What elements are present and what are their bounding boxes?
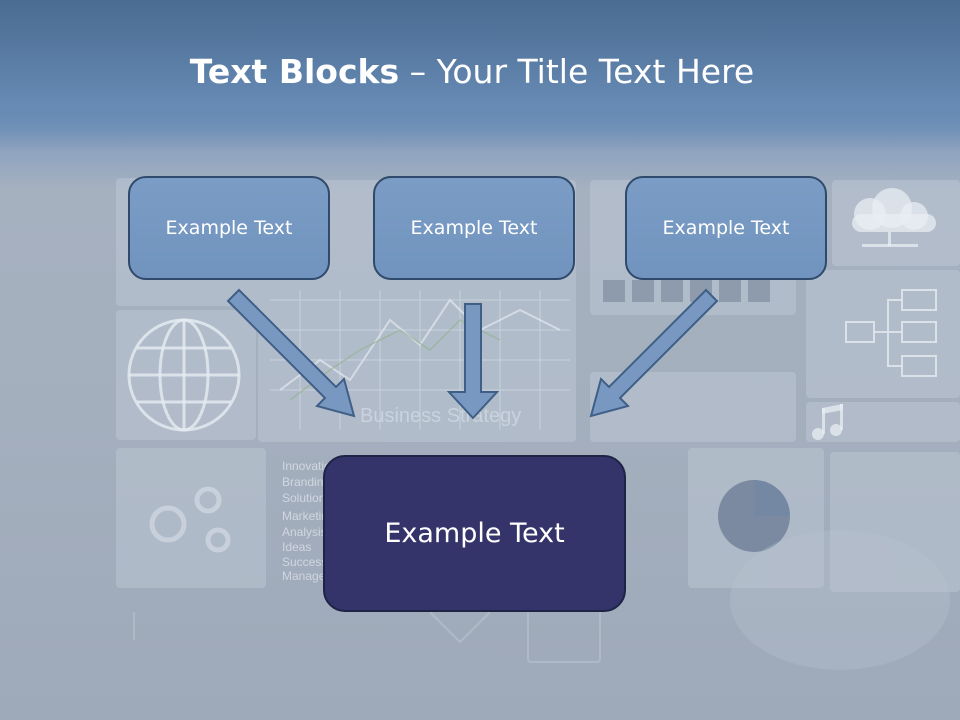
text-block-left-label: Example Text bbox=[165, 217, 293, 239]
text-block-middle-label: Example Text bbox=[410, 217, 538, 239]
org-chart-icon bbox=[845, 289, 937, 377]
bg-chevron-shape bbox=[429, 611, 491, 644]
bg-bar-3 bbox=[661, 280, 683, 302]
bg-panel-bottom-right bbox=[830, 452, 960, 592]
bg-panel-org bbox=[806, 270, 960, 398]
bg-word: Success bbox=[282, 555, 327, 569]
bg-hand-glow bbox=[730, 530, 950, 670]
bg-bar-1 bbox=[603, 280, 625, 302]
text-block-center-label: Example Text bbox=[384, 518, 565, 549]
title-band bbox=[0, 0, 960, 150]
bg-chart-line bbox=[279, 298, 561, 391]
arrow-right bbox=[589, 288, 719, 418]
music-note-icon bbox=[812, 404, 843, 440]
bg-word: Marketing bbox=[282, 509, 335, 523]
title-rest-text: – Your Title Text Here bbox=[399, 52, 755, 91]
bg-word: Analysis bbox=[282, 525, 327, 539]
globe-icon bbox=[127, 318, 241, 432]
bg-word: Ideas bbox=[282, 540, 311, 554]
gears-icon bbox=[149, 486, 231, 553]
arrow-middle bbox=[446, 303, 500, 420]
bg-word: Branding bbox=[282, 475, 330, 489]
title-bold-text: Text Blocks bbox=[189, 52, 400, 91]
bg-panel-gears bbox=[116, 448, 266, 588]
text-block-middle[interactable]: Example Text bbox=[373, 176, 575, 280]
pie-chart-icon bbox=[718, 480, 790, 552]
text-block-center[interactable]: Example Text bbox=[323, 455, 626, 612]
page-title: Text Blocks – Your Title Text Here bbox=[0, 52, 944, 91]
bg-bar-2 bbox=[632, 280, 654, 302]
arrow-left bbox=[226, 288, 356, 418]
bg-panel-mid-right bbox=[590, 372, 796, 442]
bg-chart-line-green bbox=[289, 319, 501, 401]
text-block-right-label: Example Text bbox=[662, 217, 790, 239]
bg-panel-music bbox=[806, 402, 960, 442]
bg-bar-5 bbox=[719, 280, 741, 302]
bg-panel-pie bbox=[688, 448, 824, 588]
text-block-left[interactable]: Example Text bbox=[128, 176, 330, 280]
bg-word: Solution bbox=[282, 491, 325, 505]
cloud-icon bbox=[852, 188, 936, 247]
bg-bar-6 bbox=[748, 280, 770, 302]
text-block-right[interactable]: Example Text bbox=[625, 176, 827, 280]
